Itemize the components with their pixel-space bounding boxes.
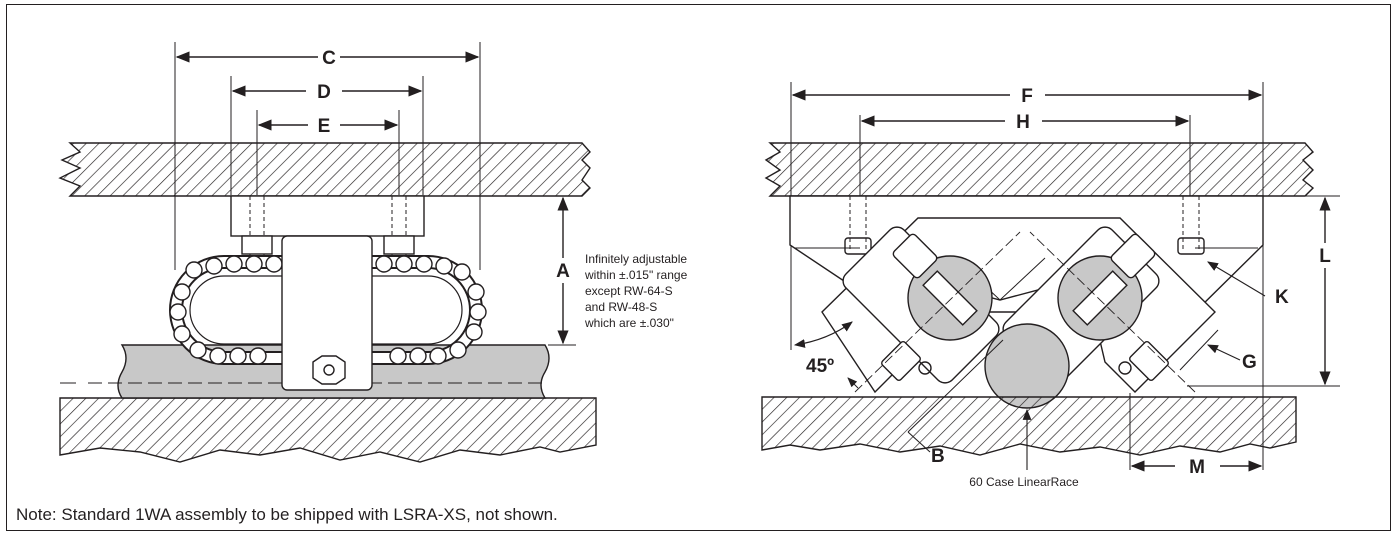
left-base-rail [59, 397, 597, 463]
dim-label-k: K [1275, 287, 1289, 308]
dim-label-m: M [1189, 457, 1205, 478]
dim-label-b: B [931, 446, 945, 467]
dim-label-c: C [322, 48, 336, 69]
dim-label-e: E [318, 116, 331, 137]
svg-text:which are ±.030": which are ±.030" [584, 316, 674, 330]
left-top-plate [58, 142, 591, 197]
dim-label-h: H [1016, 112, 1030, 133]
svg-text:except RW-64-S: except RW-64-S [585, 284, 673, 298]
svg-text:Infinitely adjustable: Infinitely adjustable [585, 252, 687, 266]
right-linear-race [984, 323, 1070, 409]
dim-label-l: L [1319, 246, 1331, 267]
right-left-roller [842, 226, 1000, 384]
adjust-note: Infinitely adjustable within ±.015" rang… [584, 252, 688, 330]
left-mount-block [230, 195, 425, 237]
svg-text:within ±.015" range: within ±.015" range [584, 268, 688, 282]
dim-label-a: A [556, 261, 570, 282]
right-top-plate [764, 142, 1315, 197]
left-nut [312, 355, 346, 385]
dim-label-d: D [317, 82, 331, 103]
angle-label: 45º [806, 356, 834, 377]
right-base-rail [761, 396, 1297, 456]
drawing-frame [6, 4, 1391, 531]
dim-label-f: F [1021, 86, 1033, 107]
footnote: Note: Standard 1WA assembly to be shippe… [16, 505, 558, 524]
race-label: 60 Case LinearRace [969, 475, 1079, 489]
left-diagram [58, 42, 597, 463]
dim-label-g: G [1242, 352, 1257, 373]
left-post [281, 235, 373, 391]
right-diagram [761, 82, 1340, 472]
svg-text:and RW-48-S: and RW-48-S [585, 300, 657, 314]
